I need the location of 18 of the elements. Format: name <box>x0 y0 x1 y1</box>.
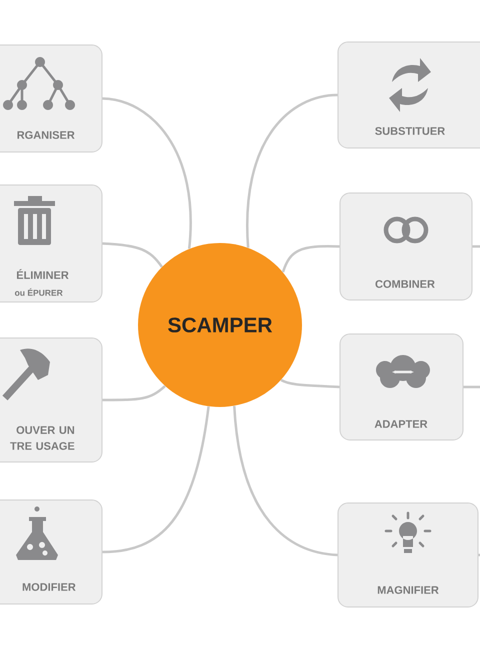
connector-line <box>246 94 338 248</box>
connector-line <box>282 245 340 273</box>
process-box: COMBINER <box>340 192 472 300</box>
connector-line <box>233 406 338 556</box>
connector-line <box>472 245 480 248</box>
process-box: RGANISER <box>0 44 102 152</box>
connector-line <box>102 385 166 402</box>
connector-line <box>478 554 480 556</box>
connector-line <box>102 406 210 554</box>
process-box: OUVER UN TRE USAGE <box>0 338 102 462</box>
connector-line <box>280 378 340 388</box>
process-box: MODIFIER <box>0 500 102 604</box>
process-box: ADAPTER <box>340 334 464 440</box>
process-box: MAGNIFIER <box>338 502 478 608</box>
connector-line <box>464 386 480 388</box>
process-box: SUBSTITUER <box>338 42 480 148</box>
connector-line <box>102 97 192 249</box>
connector-line <box>102 242 163 268</box>
